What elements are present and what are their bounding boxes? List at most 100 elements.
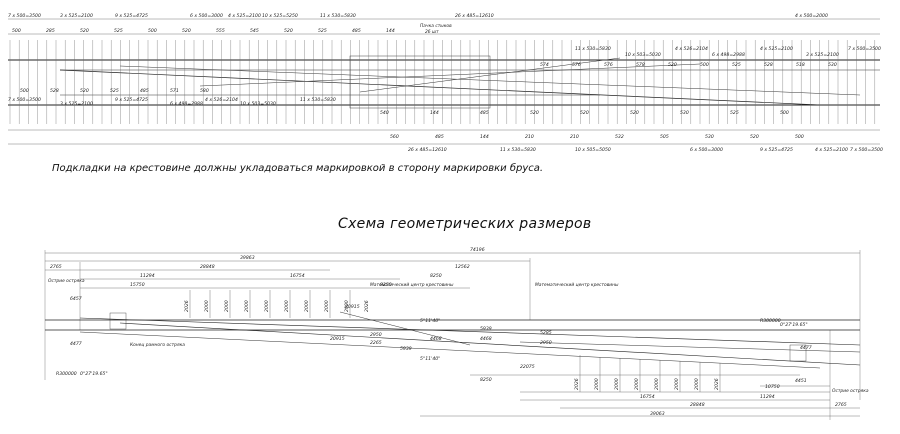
tie-step: 2026 [364,300,370,312]
bottom-mid-spacing: 520 [630,110,639,116]
tie-step: 2000 [304,300,310,312]
geometry-value: 5939 [480,326,492,332]
bottom-mid-spacing: 485 [480,110,489,116]
left-tie-spacing: 525 [110,88,119,94]
right-tie-spacing: 574 [540,62,549,68]
bottom-mid-spacing: 530 [680,110,689,116]
bottom-tie-spacing: 485 [435,134,444,140]
geometry-value: 2265 [370,340,382,346]
lower-tie-group: 4 x 526=2104 [205,97,238,103]
top-tie-spacing: 285 [46,28,55,34]
top-tie-group: 7 x 500=3500 [8,13,41,19]
top-tie-spacing: 525 [318,28,327,34]
top-tie-group: 26 x 485=12610 [455,13,494,19]
tie-plate-note: Подкладки на крестовине должны укладоват… [52,163,544,174]
bottom-tie-spacing: 144 [480,134,489,140]
lower-dimension: 11294 [760,394,775,400]
top-tie-spacing: 555 [216,28,225,34]
bottom-tie-spacing: 210 [525,134,534,140]
ties-caption: Пачка стыков [420,23,452,29]
geometry-value: 20915 [330,336,345,342]
right-tie-spacing: 500 [700,62,709,68]
bottom-tie-spacing: 530 [705,134,714,140]
tie-step: 2000 [324,300,330,312]
bottom-mid-spacing: 144 [430,110,439,116]
upper-dimension: 11294 [140,273,155,279]
tie-step: 2026 [574,378,580,390]
tie-step: 2000 [654,378,660,390]
bottom-mid-spacing: 520 [530,110,539,116]
upper-dimension: 28848 [200,264,215,270]
bottom-tie-group: 6 x 500=3000 [690,147,723,153]
tie-step: 2026 [184,300,190,312]
upper-small-dimension: 8250 [380,282,392,288]
geometry-value: 5939 [400,346,412,352]
upper-dimension: 12562 [455,264,470,270]
upper-dimension: 15750 [130,282,145,288]
geometry-value: R300000 [56,371,77,377]
bottom-tie-spacing: 500 [795,134,804,140]
tie-step: 2000 [344,300,350,312]
point-label: Острие остряка [832,388,869,394]
upper-dimension: 39863 [240,255,255,261]
top-tie-group: 6 x 500=3000 [190,13,223,19]
lower-tie-group: 6 x 498=2988 [170,101,203,107]
right-tie-spacing: 576 [604,62,613,68]
math-center-label: Математический центр крестовины [370,282,454,288]
geometry-value: 20915 [345,304,360,310]
left-tie-spacing: 485 [140,88,149,94]
top-tie-group: 9 x 525=4725 [115,13,148,19]
geometry-value: 4468 [430,336,442,342]
bottom-tie-group: 9 x 525=4725 [760,147,793,153]
bottom-mid-spacing: 525 [730,110,739,116]
geometry-value: 2950 [370,332,382,338]
bottom-tie-spacing: 505 [660,134,669,140]
right-tie-spacing: 525 [732,62,741,68]
scheme-title: Схема геометрических размеров [338,216,592,232]
right-tie-spacing: 576 [572,62,581,68]
right-tie-group: 6 x 498=2988 [712,52,745,58]
tie-step: 2000 [224,300,230,312]
right-tie-spacing: 530 [828,62,837,68]
right-tie-group: 4 x 525=2100 [760,46,793,52]
bottom-tie-group: 7 x 500=3500 [850,147,883,153]
top-tie-spacing: 485 [352,28,361,34]
lower-dimension: 16754 [640,394,655,400]
tie-step: 2000 [244,300,250,312]
geometry-value: 4468 [480,336,492,342]
top-tie-group: 4 x 525=2100 [228,13,261,19]
top-tie-spacing: 144 [386,28,395,34]
lower-tie-group: 10 x 503=5030 [240,101,276,107]
tie-step: 2000 [284,300,290,312]
geometry-value: 5°11'40" [420,318,440,324]
left-tie-spacing: 528 [50,88,59,94]
geometry-value: 22075 [520,364,535,370]
bottom-tie-group: 10 x 505=5050 [575,147,611,153]
lower-tie-group: 7 x 500=3500 [8,97,41,103]
bottom-tie-spacing: 210 [570,134,579,140]
bottom-mid-spacing: 520 [580,110,589,116]
geometry-value: 2950 [540,340,552,346]
geometry-value: R300000 [760,318,781,324]
top-tie-group: 3 x 525=2100 [60,13,93,19]
ties-count: 26 шт [425,29,439,35]
lower-dimension: 39063 [650,411,665,417]
turnout-top-plan [8,18,880,145]
math-center-label: Математический центр крестовины [535,282,619,288]
bottom-tie-group: 4 x 525=2100 [815,147,848,153]
left-tie-spacing: 520 [80,88,89,94]
bottom-mid-spacing: 540 [380,110,389,116]
top-tie-spacing: 520 [80,28,89,34]
top-tie-spacing: 520 [182,28,191,34]
geometry-value: 5285 [540,330,552,336]
left-tie-spacing: 500 [20,88,29,94]
geometry-value: 0°27'19.65" [80,371,108,377]
bottom-mid-spacing: 500 [780,110,789,116]
tie-step: 2000 [694,378,700,390]
tie-step: 2000 [204,300,210,312]
upper-dimension: 16754 [290,273,305,279]
top-tie-group: 10 x 525=5250 [262,13,298,19]
geometry-scheme [44,250,861,420]
top-tie-group: 4 x 500=2000 [795,13,828,19]
